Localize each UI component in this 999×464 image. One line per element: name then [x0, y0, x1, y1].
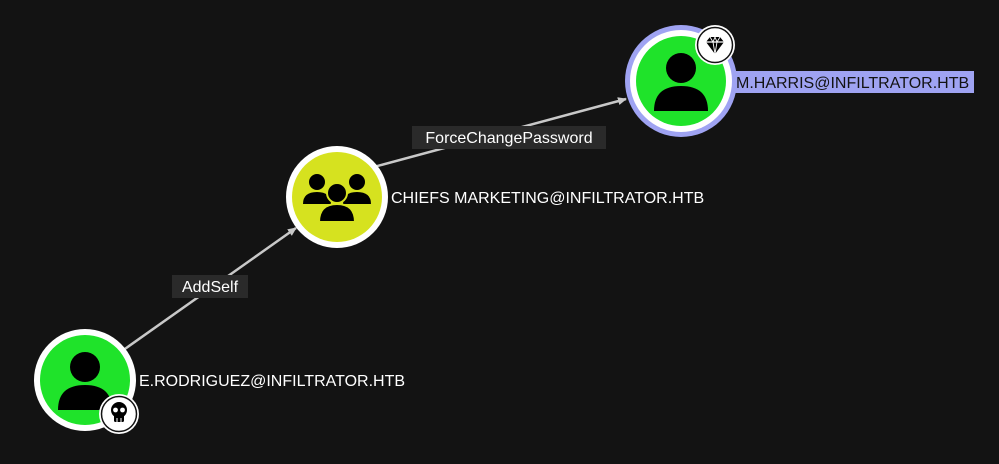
group-icon: [303, 174, 371, 223]
node-chiefs-marketing[interactable]: CHIEFS MARKETING@INFILTRATOR.HTB: [286, 146, 704, 248]
edge-label-bg: [412, 126, 606, 149]
node-label-highlight: [734, 71, 974, 93]
node-label-chiefs-marketing[interactable]: CHIEFS MARKETING@INFILTRATOR.HTB: [391, 190, 704, 207]
node-e-rodriguez[interactable]: E.RODRIGUEZ@INFILTRATOR.HTB: [34, 329, 405, 434]
node-m-harris[interactable]: M.HARRIS@INFILTRATOR.HTB: [625, 25, 974, 137]
edge-addself[interactable]: AddSelf: [121, 226, 297, 353]
edge-label-forcechangepassword[interactable]: ForceChangePassword: [425, 130, 592, 147]
node-label-m-harris[interactable]: M.HARRIS@INFILTRATOR.HTB: [736, 75, 969, 92]
edge-forcechangepassword[interactable]: ForceChangePassword: [369, 97, 627, 170]
person-icon: [654, 53, 708, 111]
person-icon: [58, 352, 112, 410]
edge-label-addself[interactable]: AddSelf: [182, 279, 239, 296]
skull-icon: [99, 394, 139, 434]
edge-label-bg: [172, 275, 248, 298]
node-label-e-rodriguez[interactable]: E.RODRIGUEZ@INFILTRATOR.HTB: [139, 373, 405, 390]
diamond-icon: [695, 25, 735, 65]
